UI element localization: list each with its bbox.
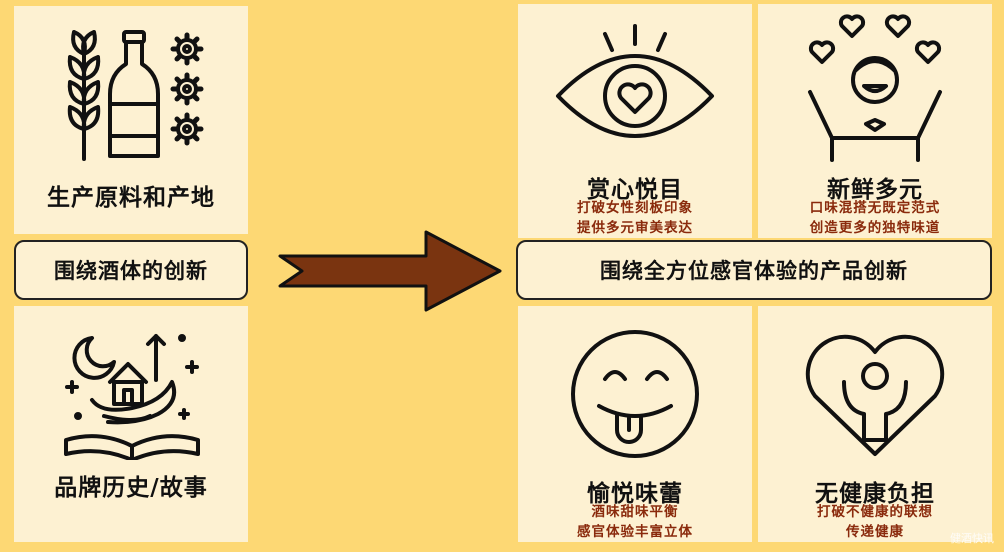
feature-card-visual-line-2: 提供多元审美表达 [577,220,693,236]
eye-heart-icon [556,24,714,138]
feature-card-health: 无健康负担 打破不健康的联想 传递健康 [758,306,992,542]
sensory-innovation-label: 围绕全方位感官体验的产品创新 [516,240,992,300]
feature-card-health-line-1: 打破不健康的联想 [817,504,933,520]
right-arrow-icon [278,230,502,312]
liquor-innovation-label: 围绕酒体的创新 [14,240,248,300]
feature-card-visual-title: 赏心悦目 [587,177,683,203]
feature-card-variety-line-2: 创造更多的独特味道 [809,220,941,236]
storybook-house-icon [64,334,200,460]
raw-materials-title: 生产原料和产地 [47,185,215,211]
feature-card-health-title: 无健康负担 [815,481,935,507]
feature-card-variety-line-1: 口味混搭无既定范式 [809,200,941,216]
feature-card-taste-title: 愉悦味蕾 [587,481,683,507]
feature-card-variety: 新鲜多元 口味混搭无既定范式 创造更多的独特味道 [758,4,992,238]
brand-story-title: 品牌历史/故事 [54,475,208,501]
feature-card-taste-line-2: 感官体验丰富立体 [577,524,693,540]
raw-materials-card: 生产原料和产地 [14,6,248,234]
cheering-person-hearts-icon [808,14,942,162]
brand-story-card: 品牌历史/故事 [14,306,248,542]
heart-person-icon [805,334,945,456]
wheat-bottle-gears-icon [67,30,204,161]
feature-card-variety-title: 新鲜多元 [827,177,923,203]
feature-card-visual: 赏心悦目 打破女性刻板印象 提供多元审美表达 [518,4,752,238]
feature-card-visual-line-1: 打破女性刻板印象 [577,200,693,216]
tongue-smiley-icon [571,330,699,458]
feature-card-health-line-2: 传递健康 [846,524,904,540]
feature-card-taste-line-1: 酒味甜味平衡 [591,504,679,520]
feature-card-taste: 愉悦味蕾 酒味甜味平衡 感官体验丰富立体 [518,306,752,542]
watermark: 健酒快讯 [950,532,994,545]
